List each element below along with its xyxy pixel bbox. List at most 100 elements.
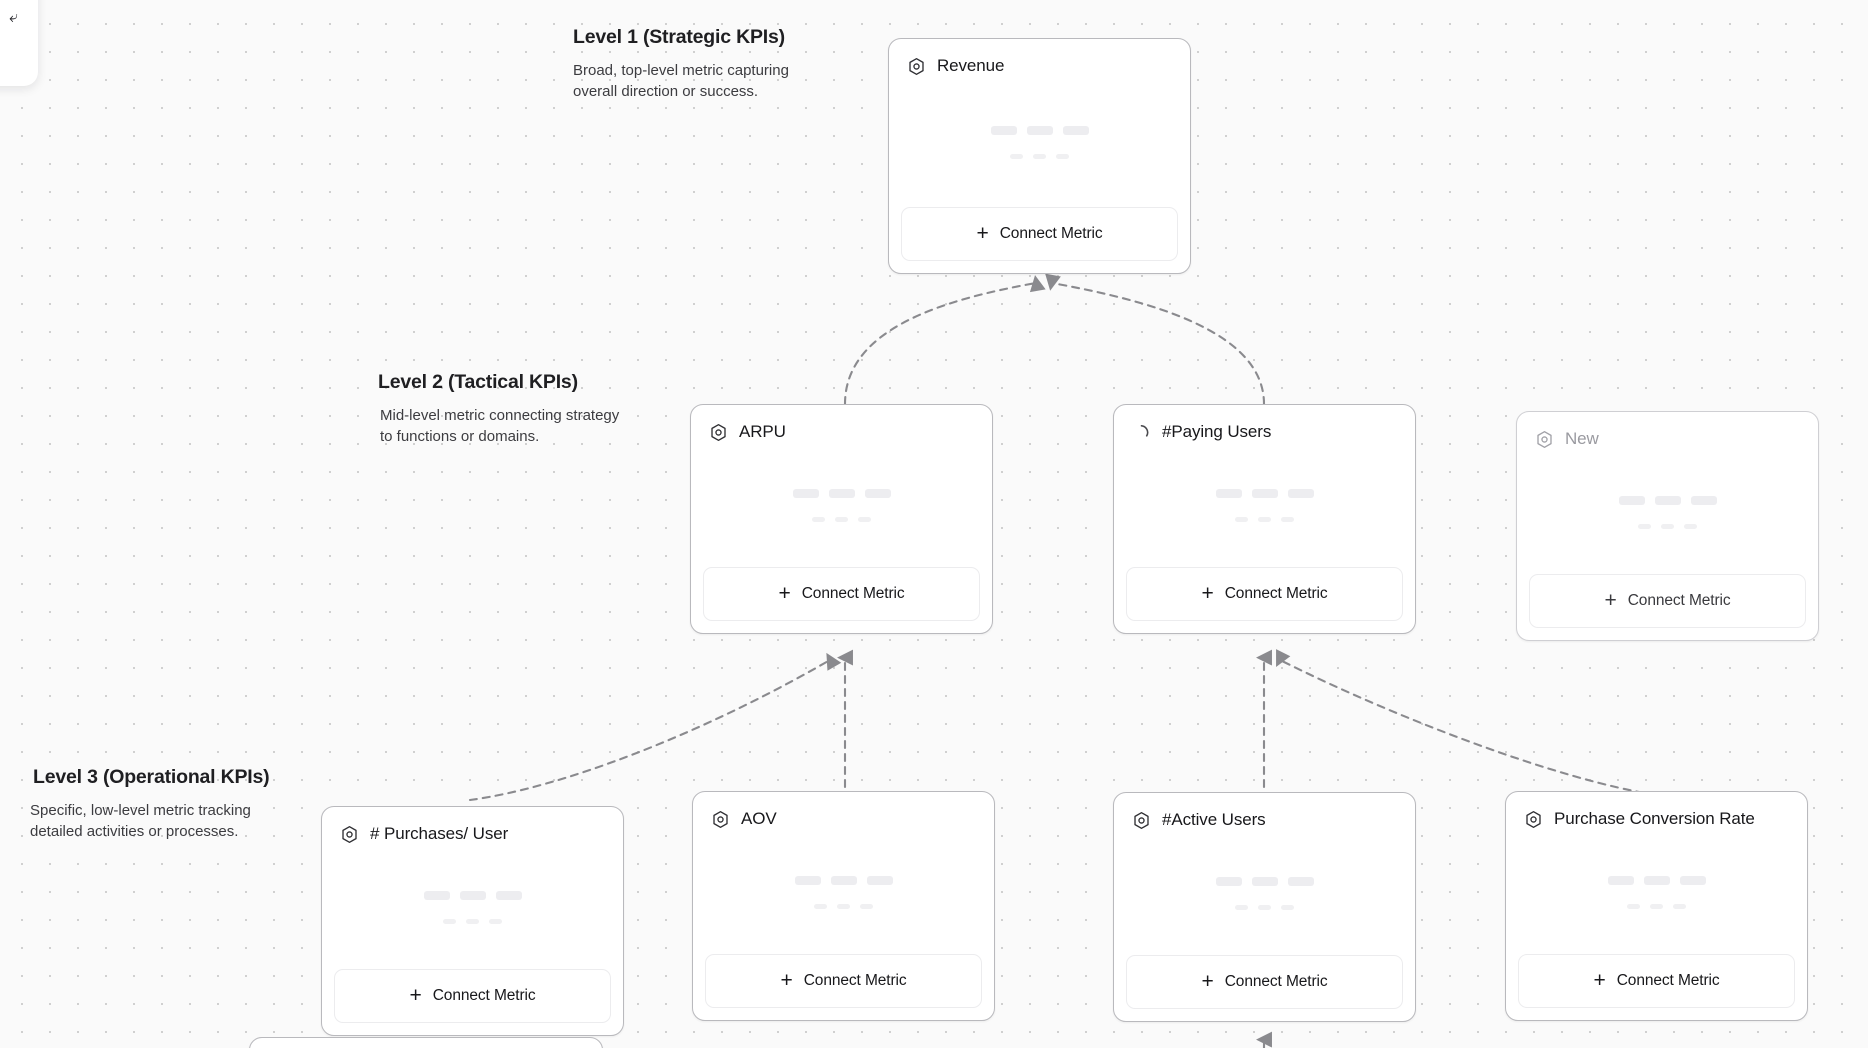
level-1-label-group: Level 1 (Strategic KPIs) Broad, top-leve… [573,26,818,102]
metric-node-purchases-per-user[interactable]: # Purchases/ User + Connect Metric [321,806,624,1036]
node-header: Purchase Conversion Rate [1506,792,1807,829]
connect-metric-button[interactable]: + Connect Metric [1518,954,1795,1008]
skeleton-bar [866,876,893,885]
skeleton-bar [1690,496,1717,505]
plus-icon: + [1593,968,1606,992]
node-title: #Active Users [1162,810,1266,829]
skeleton-bar [1638,524,1651,529]
node-skeleton-body [693,829,994,954]
node-skeleton-body [889,76,1190,207]
skeleton-bar [1235,517,1248,522]
skeleton-row-secondary [1627,904,1686,909]
level-3-title: Level 3 (Operational KPIs) [33,766,270,788]
skeleton-bar [858,517,871,522]
metric-node-paying-users[interactable]: #Paying Users + Connect Metric [1113,404,1416,634]
floating-panel-stub[interactable]: ⤶ [0,0,38,86]
skeleton-bar [1607,876,1634,885]
skeleton-bar [1618,496,1645,505]
connect-metric-button[interactable]: + Connect Metric [705,954,982,1008]
skeleton-row-primary [990,126,1089,135]
plus-icon: + [780,968,793,992]
skeleton-row-secondary [443,919,502,924]
plus-icon: + [409,983,422,1007]
node-header: ARPU [691,405,992,442]
metric-node-revenue[interactable]: Revenue + Connect Metric [888,38,1191,274]
skeleton-bar [1251,489,1278,498]
hexagon-icon [1537,430,1552,448]
connect-metric-label: Connect Metric [803,972,907,989]
skeleton-bar [1287,489,1314,498]
node-title: New [1565,429,1599,448]
connect-metric-label: Connect Metric [801,585,905,602]
metric-node-aov[interactable]: AOV + Connect Metric [692,791,995,1021]
skeleton-bar [1258,517,1271,522]
connect-metric-button[interactable]: + Connect Metric [901,207,1178,261]
node-title: Revenue [937,56,1005,75]
skeleton-bar [466,919,479,924]
skeleton-bar [1215,877,1242,886]
skeleton-row-primary [792,489,891,498]
skeleton-bar [814,904,827,909]
hexagon-icon [909,57,924,75]
plus-icon: + [976,221,989,245]
plus-icon: + [1604,588,1617,612]
metric-node-purchase-conversion-rate[interactable]: Purchase Conversion Rate + Connect Metri… [1505,791,1808,1021]
skeleton-bar [830,876,857,885]
skeleton-bar [1215,489,1242,498]
skeleton-row-primary [1215,877,1314,886]
skeleton-row-primary [794,876,893,885]
skeleton-bar [1650,904,1663,909]
node-skeleton-body [1517,449,1818,574]
skeleton-bar [794,876,821,885]
node-skeleton-body [691,442,992,567]
skeleton-row-secondary [1010,154,1069,159]
connect-metric-label: Connect Metric [1224,973,1328,990]
connect-metric-label: Connect Metric [1616,972,1720,989]
skeleton-bar [459,891,486,900]
hexagon-icon [342,825,357,843]
node-skeleton-body [1114,830,1415,955]
skeleton-bar [1287,877,1314,886]
node-header: #Paying Users [1114,405,1415,442]
skeleton-bar [1235,905,1248,910]
skeleton-bar [489,919,502,924]
level-3-description: Specific, low-level metric tracking deta… [30,802,251,840]
level-1-description: Broad, top-level metric capturing overal… [573,62,789,100]
skeleton-bar [1056,154,1069,159]
metric-node-new[interactable]: New + Connect Metric [1516,411,1819,641]
skeleton-row-secondary [814,904,873,909]
level-2-title: Level 2 (Tactical KPIs) [378,371,578,393]
skeleton-bar [443,919,456,924]
connect-metric-label: Connect Metric [432,987,536,1004]
connect-metric-button[interactable]: + Connect Metric [1529,574,1806,628]
hexagon-icon [711,423,726,441]
skeleton-bar [1281,905,1294,910]
connect-metric-button[interactable]: + Connect Metric [1126,567,1403,621]
skeleton-bar [1627,904,1640,909]
node-skeleton-body [1506,829,1807,954]
skeleton-bar [792,489,819,498]
skeleton-bar [1661,524,1674,529]
connect-metric-button[interactable]: + Connect Metric [1126,955,1403,1009]
node-title: Purchase Conversion Rate [1554,809,1755,828]
skeleton-row-secondary [1235,517,1294,522]
connect-metric-button[interactable]: + Connect Metric [334,969,611,1023]
connect-metric-button[interactable]: + Connect Metric [703,567,980,621]
skeleton-bar [828,489,855,498]
plus-icon: + [1201,969,1214,993]
metric-node-active-users[interactable]: #Active Users + Connect Metric [1113,792,1416,1022]
skeleton-row-secondary [1235,905,1294,910]
skeleton-bar [1684,524,1697,529]
skeleton-row-primary [423,891,522,900]
edge-arpu-to-revenue [843,275,1046,406]
skeleton-bar [423,891,450,900]
metric-node-bottom-partial[interactable] [249,1037,603,1048]
skeleton-bar [1258,905,1271,910]
skeleton-bar [864,489,891,498]
skeleton-bar [812,517,825,522]
edge-conversion-to-paying-users [1276,649,1658,797]
node-title: # Purchases/ User [370,824,509,843]
metric-node-arpu[interactable]: ARPU + Connect Metric [690,404,993,634]
connect-metric-label: Connect Metric [1627,592,1731,609]
